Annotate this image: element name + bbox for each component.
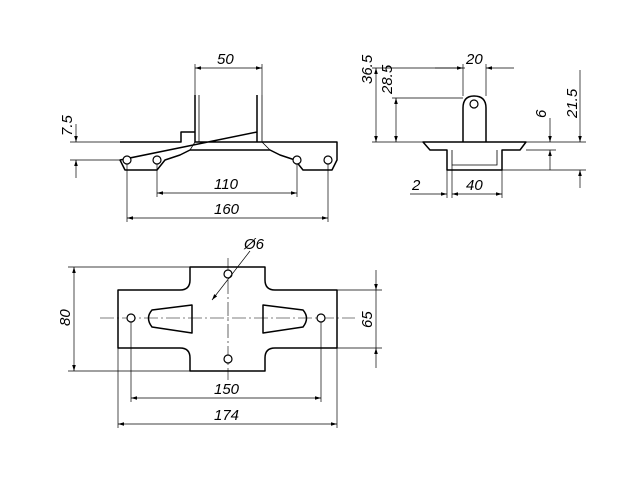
front-view-channel (189, 95, 271, 151)
dim-height-inner: 65 (359, 311, 376, 328)
dim-top-width: 50 (217, 51, 234, 68)
dim-lug-width: 20 (465, 51, 483, 68)
dim-thickness: 6 (533, 109, 550, 118)
plan-view: Ø6 80 65 150 174 (57, 236, 382, 428)
side-view-channel (451, 150, 498, 166)
plan-hole-top (223, 269, 233, 279)
plan-hole-left (126, 313, 136, 323)
plan-hole-right (316, 313, 326, 323)
side-view-pivot-hole (469, 99, 479, 109)
side-view-lug (462, 95, 487, 142)
dim-height-right: 21.5 (564, 88, 581, 119)
dim-hole-spacing: 150 (214, 381, 240, 398)
dim-base-width: 40 (466, 177, 483, 194)
dim-flange: 2 (411, 177, 421, 194)
front-hole-4 (323, 155, 333, 165)
front-hole-2 (152, 155, 162, 165)
dim-height-pivot: 28.5 (379, 64, 396, 95)
side-view-base (422, 141, 527, 171)
front-view-outline (119, 95, 338, 171)
plan-view-left-slot (147, 304, 193, 334)
dim-overall-width: 160 (214, 201, 240, 218)
leader-hole-diameter (211, 250, 251, 301)
dim-hole-diameter: Ø6 (243, 236, 265, 253)
front-view: 50 7.5 110 160 (59, 51, 338, 222)
dim-height-left: 7.5 (59, 114, 76, 136)
plan-view-right-slot (262, 304, 308, 334)
dim-hole-spacing-inner: 110 (214, 176, 239, 193)
side-view: 36.5 28.5 20 21.5 6 2 40 (359, 51, 586, 198)
dim-overall-length: 174 (214, 407, 239, 424)
front-hole-1 (122, 155, 132, 165)
plan-hole-bottom (223, 354, 233, 364)
front-hole-3 (292, 155, 302, 165)
dim-height-outer: 80 (57, 309, 74, 326)
dim-height-total: 36.5 (359, 54, 376, 84)
